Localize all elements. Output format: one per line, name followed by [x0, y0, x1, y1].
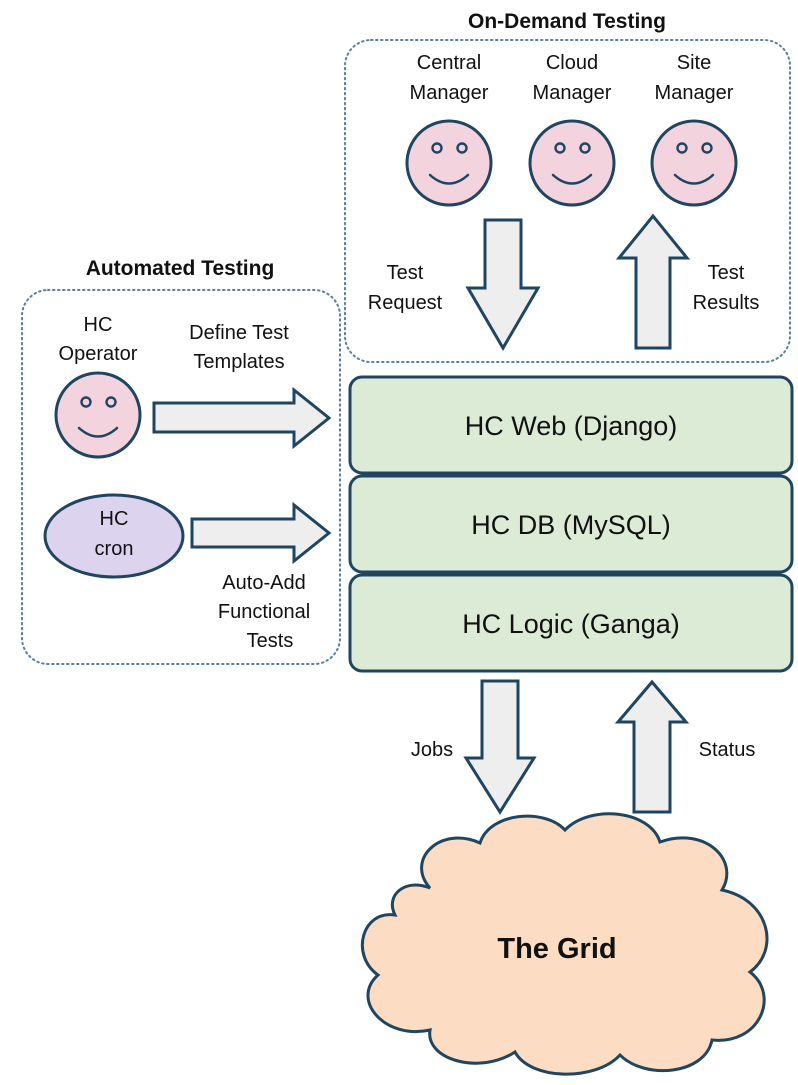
- site-manager-smiley-icon: [650, 119, 738, 207]
- cloud-manager-label-line2: Manager: [533, 82, 612, 104]
- hc-cron-ellipse: [43, 493, 185, 579]
- auto-add-label-line1: Auto-Add: [222, 572, 305, 594]
- the-grid-label: The Grid: [497, 933, 616, 965]
- hc-cron-label-line1: HC: [100, 508, 129, 530]
- define-templates-label-line1: Define Test: [189, 322, 289, 344]
- define-templates-arrow-icon: [152, 386, 332, 450]
- hc-cron-label-line2: cron: [95, 538, 134, 560]
- hc-operator-label-line2: Operator: [59, 343, 138, 365]
- hc-db-layer: [348, 474, 794, 574]
- test-request-label-line2: Request: [368, 292, 443, 314]
- central-manager-label-line1: Central: [417, 52, 481, 74]
- cloud-manager-smiley-icon: [528, 119, 616, 207]
- define-templates-label-line2: Templates: [193, 351, 284, 373]
- test-results-arrow-icon: [615, 213, 691, 350]
- hc-operator-smiley-icon: [54, 371, 142, 459]
- the-grid-cloud: [360, 812, 769, 1076]
- on-demand-testing-title: On-Demand Testing: [468, 10, 666, 33]
- central-manager-label-line2: Manager: [410, 82, 489, 104]
- site-manager-label-line2: Manager: [655, 82, 734, 104]
- auto-add-label-line2: Functional: [218, 601, 310, 623]
- hc-logic-layer: [348, 573, 794, 673]
- status-arrow-icon: [614, 679, 690, 814]
- test-results-label-line1: Test: [708, 262, 745, 284]
- hc-web-layer: [348, 375, 794, 475]
- hc-operator-label-line1: HC: [84, 314, 113, 336]
- test-request-arrow-icon: [465, 218, 541, 351]
- hc-logic-label: HC Logic (Ganga): [462, 609, 680, 639]
- jobs-label: Jobs: [411, 739, 453, 761]
- on-demand-testing-group: [344, 39, 791, 363]
- automated-testing-title: Automated Testing: [86, 257, 275, 280]
- automated-testing-group: [21, 289, 341, 665]
- auto-add-label-line3: Tests: [247, 630, 294, 652]
- central-manager-smiley-icon: [405, 119, 493, 207]
- auto-add-arrow-icon: [190, 501, 332, 565]
- hc-db-label: HC DB (MySQL): [471, 510, 671, 540]
- test-results-label-line2: Results: [693, 292, 760, 314]
- hc-web-label: HC Web (Django): [465, 411, 678, 441]
- jobs-arrow-icon: [463, 679, 537, 815]
- site-manager-label-line1: Site: [677, 52, 711, 74]
- test-request-label-line1: Test: [387, 262, 424, 284]
- status-label: Status: [699, 739, 756, 761]
- cloud-manager-label-line1: Cloud: [546, 52, 598, 74]
